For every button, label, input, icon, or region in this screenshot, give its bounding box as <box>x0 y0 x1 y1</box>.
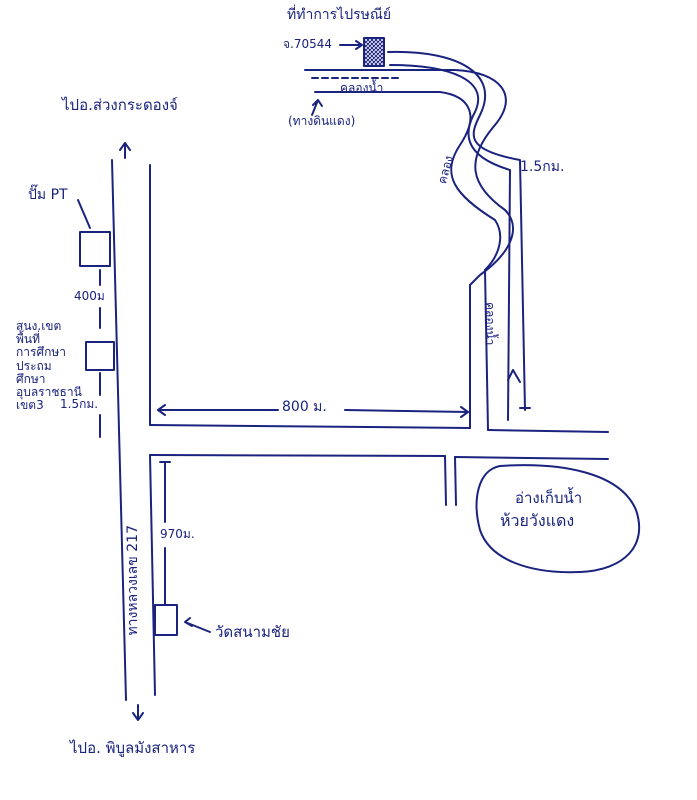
pump-building <box>79 231 111 267</box>
canal-note-arrow <box>311 99 323 116</box>
distance-800m: 800 ม. <box>282 399 327 415</box>
distance-1-5km-right: 1.5กม. <box>520 159 565 175</box>
distance-970m: 970ม. <box>160 527 195 541</box>
highway-left-edge <box>111 159 127 701</box>
school-office-line: ประถม <box>16 358 52 373</box>
road-bottom-edge-east <box>454 456 609 460</box>
arrow-down <box>132 704 144 721</box>
direction-to-bottom: ไปอ. พิบูลมังสาหาร <box>70 739 196 757</box>
highway-right-edge-lower <box>149 454 156 696</box>
reservoir-label-line1: อ่างเก็บน้ำ <box>515 489 583 507</box>
canal-vertical-label: คลองน้ำ <box>483 302 497 346</box>
reservoir-label-line2: ห้วยวังแดง <box>500 511 575 530</box>
temple-building <box>154 604 178 636</box>
temple-arrow <box>184 617 211 633</box>
school-office-line: เขต3 <box>16 398 44 413</box>
pump-label: ปั๊ม PT <box>28 187 68 203</box>
canal-water-1 <box>387 50 526 411</box>
post-office-arrow <box>339 40 363 50</box>
direction-to-top: ไปอ.ส่วงกระดองจ์ <box>62 96 178 114</box>
post-office-marker <box>363 37 385 67</box>
reservoir-outline <box>475 464 641 574</box>
school-office-line: สนง.เขต <box>16 319 62 333</box>
distance-1-5km-left: 1.5กม. <box>60 397 99 411</box>
arrow-up <box>119 142 131 159</box>
side-road-left <box>444 455 447 506</box>
pump-arrow <box>77 199 91 229</box>
school-office-line: ศึกษา <box>16 371 46 386</box>
road-top-edge <box>149 424 471 429</box>
canal-road-outer <box>304 69 514 429</box>
dim-800-arrows <box>157 404 469 418</box>
road-bottom-edge <box>149 454 446 457</box>
canal-road-inner <box>314 91 502 431</box>
school-office-building <box>85 341 115 371</box>
canal-note-label: (ทางดินแดง) <box>288 114 356 128</box>
post-office-title: ที่ทำการไปรษณีย์ <box>287 7 392 23</box>
temple-label: วัดสนามชัย <box>215 623 290 641</box>
canal-top-label: คลองน้ำ <box>340 81 384 95</box>
highway-label: ทางหลวงเลข 217 <box>125 525 141 636</box>
distance-400m: 400ม <box>74 289 105 303</box>
school-office-line: การศึกษา <box>16 345 66 360</box>
school-office-line: อุบลราชธานี <box>16 384 82 399</box>
side-road-right <box>454 456 457 506</box>
school-office-label: สนง.เขต พื้นที่ การศึกษา ประถม ศึกษา อุบ… <box>16 319 82 413</box>
road-top-edge-east <box>487 429 609 433</box>
canal-arrow <box>507 369 521 383</box>
post-office-code: จ.70544 <box>283 37 333 51</box>
canal-water-2 <box>389 64 511 421</box>
school-office-line: พื้นที่ <box>16 332 41 347</box>
dim-800-line <box>157 409 469 413</box>
